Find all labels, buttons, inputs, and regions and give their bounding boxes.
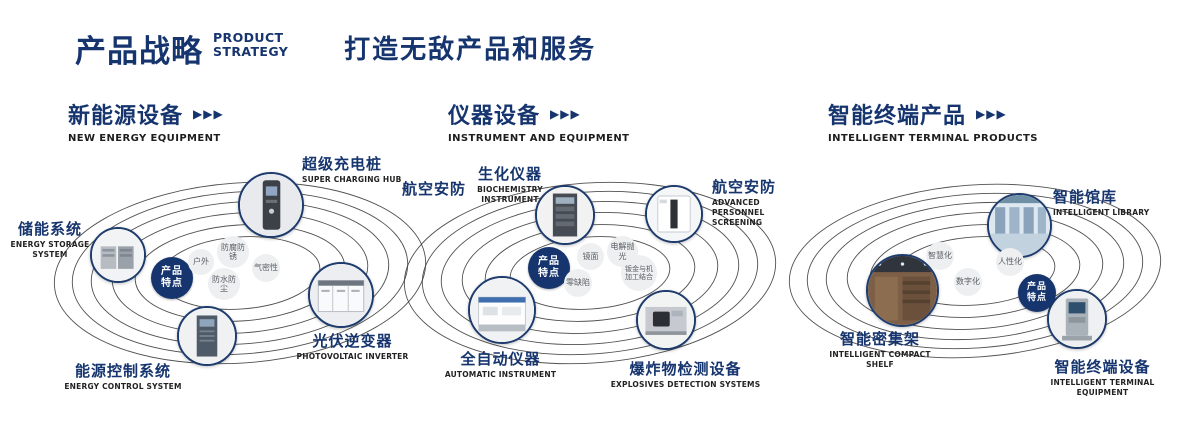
product-label-biochemistry: 生化仪器 BIOCHEMISTRY INSTRUMENT bbox=[470, 163, 550, 205]
product-label-personnel-screening: 航空安防 ADVANCED PERSONNEL SCREENING bbox=[712, 176, 812, 227]
product-circle-biochemistry bbox=[535, 185, 595, 245]
product-name-en: ENERGY STORAGE SYSTEM bbox=[10, 240, 90, 259]
product-label-terminal-equipment: 智能终端设备 INTELLIGENT TERMINAL EQUIPMENT bbox=[1030, 356, 1175, 398]
feature-bubble: 人性化 bbox=[996, 248, 1024, 276]
product-features-badge: 产品 特点 bbox=[151, 257, 193, 299]
section-title-en: NEW ENERGY EQUIPMENT bbox=[68, 133, 221, 144]
product-circle-pv-inverter bbox=[308, 262, 374, 328]
slogan: 打造无敌产品和服务 bbox=[344, 35, 597, 65]
page-title: 产品战略 bbox=[75, 34, 203, 70]
product-label-explosives-detection: 爆炸物检测设备 EXPLOSIVES DETECTION SYSTEMS bbox=[608, 358, 763, 390]
product-label-intelligent-library: 智能馆库 INTELLIGENT LIBRARY bbox=[1053, 186, 1163, 218]
section-title-intelligent-terminal: 智能终端产品 ▶▶▶ INTELLIGENT TERMINAL PRODUCTS bbox=[828, 98, 1038, 144]
explosives-detection-photo bbox=[638, 292, 694, 348]
biochemistry-instrument-photo bbox=[537, 187, 593, 243]
product-name-cn: 智能馆库 bbox=[1053, 188, 1118, 206]
product-circle-personnel-screening bbox=[645, 185, 703, 243]
feature-bubble: 户外 bbox=[188, 249, 214, 275]
pv-inverter-photo bbox=[310, 264, 372, 326]
product-features-badge: 产品 特点 bbox=[1018, 274, 1056, 312]
triple-arrow-icon: ▶▶▶ bbox=[976, 107, 1007, 121]
feature-bubble: 镜面 bbox=[577, 243, 604, 270]
product-name-en: ENERGY CONTROL SYSTEM bbox=[64, 382, 182, 391]
compact-shelf-photo bbox=[868, 256, 937, 325]
page-title-english: PRODUCT STRATEGY bbox=[213, 31, 288, 59]
badge-line1: 产品 bbox=[161, 265, 183, 277]
feature-bubble: 零缺陷 bbox=[564, 269, 592, 297]
product-name-en: INTELLIGENT TERMINAL EQUIPMENT bbox=[1050, 378, 1155, 397]
product-name-en: ADVANCED PERSONNEL SCREENING bbox=[712, 198, 765, 227]
product-label-automatic-instrument: 全自动仪器 AUTOMATIC INSTRUMENT bbox=[438, 348, 563, 380]
product-circle-terminal-equipment bbox=[1047, 289, 1107, 349]
product-circle-automatic-instrument bbox=[468, 276, 536, 344]
triple-arrow-icon: ▶▶▶ bbox=[550, 107, 581, 121]
terminal-equipment-photo bbox=[1049, 291, 1105, 347]
feature-bubble: 钣金与机加工结合 bbox=[621, 255, 657, 291]
orbit-rings-new-energy bbox=[53, 181, 427, 365]
section-title-instruments: 仪器设备 ▶▶▶ INSTRUMENT AND EQUIPMENT bbox=[448, 98, 629, 144]
section-title-new-energy: 新能源设备 ▶▶▶ NEW ENERGY EQUIPMENT bbox=[68, 98, 224, 144]
page-title-en-line2: STRATEGY bbox=[213, 44, 289, 59]
feature-bubble: 防腐防锈 bbox=[217, 236, 249, 268]
header: 产品战略 PRODUCT STRATEGY 打造无敌产品和服务 bbox=[75, 26, 596, 71]
feature-bubble: 气密性 bbox=[252, 254, 280, 282]
product-label-charging-hub: 超级充电桩 SUPER CHARGING HUB bbox=[302, 153, 417, 185]
triple-arrow-icon: ▶▶▶ bbox=[193, 107, 224, 121]
product-features-badge: 产品 特点 bbox=[528, 247, 570, 289]
feature-bubble: 智慧化 bbox=[926, 242, 954, 270]
section-title-cn: 智能终端产品 bbox=[828, 104, 967, 129]
product-name-cn: 航空安防 bbox=[712, 178, 777, 196]
badge-line2: 特点 bbox=[538, 268, 560, 279]
product-circle-energy-control bbox=[177, 306, 237, 366]
section-title-cn: 仪器设备 bbox=[448, 104, 541, 129]
product-name-cn: 爆炸物检测设备 bbox=[629, 360, 742, 378]
product-name-cn: 能源控制系统 bbox=[74, 362, 171, 380]
badge-line1: 产品 bbox=[1026, 281, 1047, 292]
feature-bubble: 防水防尘 bbox=[208, 268, 240, 300]
product-name-en: INTELLIGENT LIBRARY bbox=[1053, 208, 1150, 217]
page-title-en-line1: PRODUCT bbox=[213, 30, 284, 45]
charging-hub-photo bbox=[240, 174, 302, 236]
product-label-energy-control: 能源控制系统 ENERGY CONTROL SYSTEM bbox=[58, 360, 188, 392]
product-name-en: AUTOMATIC INSTRUMENT bbox=[444, 370, 557, 379]
product-name-cn: 生化仪器 bbox=[477, 165, 542, 183]
product-name-cn: 全自动仪器 bbox=[460, 350, 541, 368]
product-name-en: INTELLIGENT COMPACT SHELF bbox=[829, 350, 931, 369]
product-circle-intelligent-library bbox=[987, 193, 1052, 258]
product-name-cn: 光伏逆变器 bbox=[312, 332, 393, 350]
product-circle-charging-hub bbox=[238, 172, 304, 238]
product-name-cn: 智能终端设备 bbox=[1054, 358, 1151, 376]
product-name-en: EXPLOSIVES DETECTION SYSTEMS bbox=[610, 380, 761, 389]
product-label-pv-inverter: 光伏逆变器 PHOTOVOLTAIC INVERTER bbox=[295, 330, 410, 362]
product-name-en: PHOTOVOLTAIC INVERTER bbox=[296, 352, 409, 361]
section-title-en: INSTRUMENT AND EQUIPMENT bbox=[448, 133, 630, 144]
automatic-instrument-photo bbox=[470, 278, 534, 342]
product-name-cn: 储能系统 bbox=[17, 220, 82, 238]
energy-control-photo bbox=[179, 308, 235, 364]
section-title-cn: 新能源设备 bbox=[68, 104, 184, 129]
product-circle-compact-shelf bbox=[866, 254, 939, 327]
product-circle-explosives-detection bbox=[636, 290, 696, 350]
product-name-en: SUPER CHARGING HUB bbox=[302, 175, 402, 184]
product-name-cn: 智能密集架 bbox=[839, 330, 920, 348]
product-label-energy-storage: 储能系统 ENERGY STORAGE SYSTEM bbox=[10, 218, 90, 260]
aux-label-aviation-security: 航空安防 bbox=[402, 180, 467, 198]
badge-line2: 特点 bbox=[161, 278, 183, 289]
badge-line2: 特点 bbox=[1026, 293, 1047, 303]
intelligent-library-photo bbox=[989, 195, 1050, 256]
section-title-en: INTELLIGENT TERMINAL PRODUCTS bbox=[828, 133, 1038, 144]
product-label-compact-shelf: 智能密集架 INTELLIGENT COMPACT SHELF bbox=[820, 328, 940, 370]
product-name-cn: 超级充电桩 bbox=[302, 155, 383, 173]
personnel-screening-photo bbox=[647, 187, 701, 241]
feature-bubble: 数字化 bbox=[954, 268, 982, 296]
energy-storage-photo bbox=[92, 229, 144, 281]
badge-line1: 产品 bbox=[538, 255, 560, 267]
orbit-rings-intelligent-terminal bbox=[788, 183, 1162, 359]
product-name-en: BIOCHEMISTRY INSTRUMENT bbox=[477, 185, 543, 204]
product-circle-energy-storage bbox=[90, 227, 146, 283]
